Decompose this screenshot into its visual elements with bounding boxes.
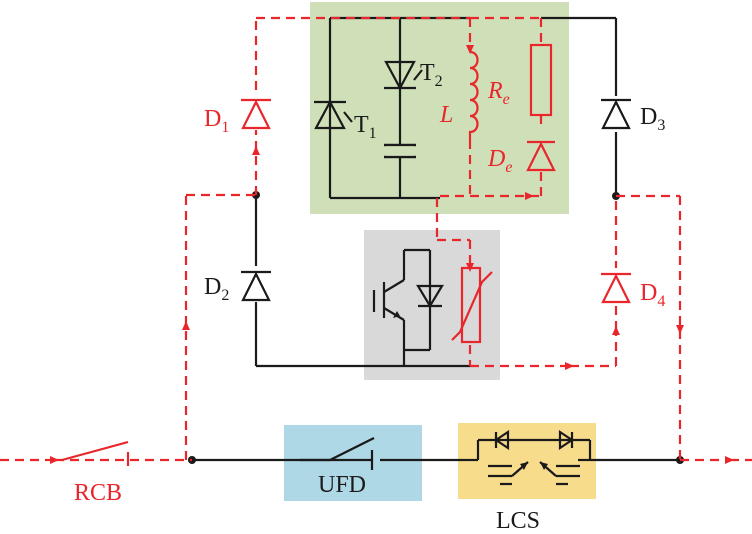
label-t2: T2 [420,60,443,90]
ufd-switch [300,437,375,470]
label-d3: D3 [640,104,665,134]
lcs-switch [462,429,594,486]
rcb-switch [61,440,130,466]
label-ufd: UFD [318,472,366,498]
thyristor-t2 [384,60,423,91]
diode-d1 [240,96,272,130]
thyristor-t1 [314,99,353,130]
inductor-l [468,50,479,140]
diode-de [526,140,556,172]
label-t1: T1 [354,112,377,142]
label-rcb: RCB [74,480,122,506]
ufd-box [284,425,422,501]
label-d1: D1 [204,106,229,136]
label-de: De [487,146,512,176]
label-d4: D4 [640,280,665,310]
fault-current-path [0,16,752,464]
label-re: Re [487,78,510,108]
resistor-re [529,43,553,117]
diode-d3 [600,96,632,132]
varistor [451,266,493,344]
thyristor-module-box [310,2,569,214]
diode-d4 [600,268,632,304]
capacitor [384,143,416,159]
label-d2: D2 [204,274,229,304]
label-l: L [439,102,453,128]
lcs-box [458,423,596,499]
diode-d2 [240,266,272,302]
label-lcs: LCS [496,508,540,534]
